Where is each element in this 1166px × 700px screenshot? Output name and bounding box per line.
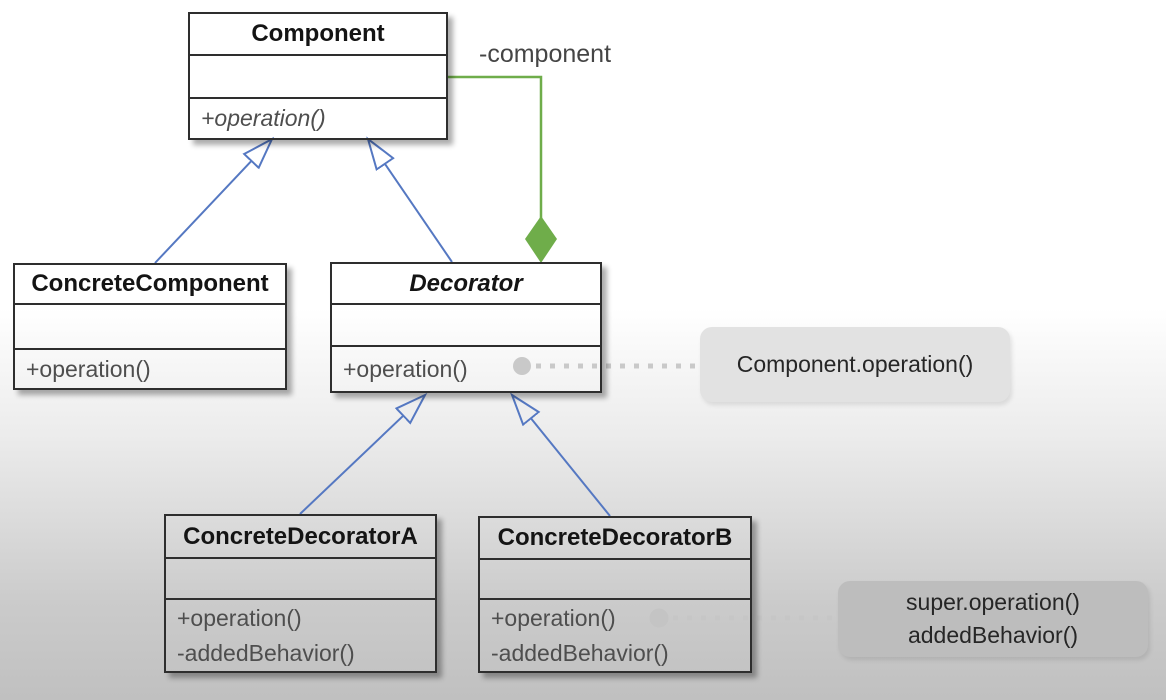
composition-line — [448, 75, 543, 218]
method-label: +operation() — [343, 355, 468, 382]
inheritance-arrow-concretedecoratora — [299, 416, 403, 515]
class-attributes-concretecomponent — [15, 305, 285, 350]
note-text-line2: addedBehavior() — [907, 622, 1079, 648]
method-label: -addedBehavior() — [491, 639, 669, 666]
note-connector-concretedecoratorb — [649, 608, 836, 628]
method-label: +operation() — [177, 604, 302, 631]
class-attributes-concretedecoratora — [166, 559, 435, 600]
inheritance-arrow-concretecomponent — [154, 161, 251, 264]
method-label: -addedBehavior() — [177, 639, 355, 666]
class-name-concretedecoratora: ConcreteDecoratorA — [166, 516, 435, 559]
class-methods-decorator: +operation() — [332, 347, 600, 391]
class-name-concretedecoratorb: ConcreteDecoratorB — [480, 518, 750, 560]
note-decorator-operation: Component.operation() — [700, 327, 1010, 402]
note-connector-decorator — [513, 357, 698, 375]
method-label: +operation() — [26, 355, 151, 382]
note-text: Component.operation() — [736, 351, 974, 377]
inheritance-arrow-concretedecoratorb — [531, 418, 611, 517]
class-box-component: Component +operation() — [188, 12, 448, 140]
method-label: +operation() — [491, 604, 616, 631]
note-text-line1: super.operation() — [906, 589, 1080, 615]
class-box-decorator: Decorator +operation() — [330, 262, 602, 393]
class-box-concretecomponent: ConcreteComponent +operation() — [13, 263, 287, 390]
class-box-concretedecoratora: ConcreteDecoratorA +operation() -addedBe… — [164, 514, 437, 673]
class-attributes-concretedecoratorb — [480, 560, 750, 600]
composition-role-label: -component — [479, 40, 612, 68]
method-label: +operation() — [201, 105, 326, 131]
class-attributes-component — [190, 56, 446, 99]
class-name-concretecomponent: ConcreteComponent — [15, 265, 285, 305]
class-name-decorator: Decorator — [332, 264, 600, 305]
note-concretedecoratorb-operation: super.operation() addedBehavior() — [838, 581, 1148, 657]
class-attributes-decorator — [332, 305, 600, 347]
inheritance-arrow-decorator — [385, 164, 453, 263]
class-methods-concretecomponent: +operation() — [15, 350, 285, 388]
class-box-concretedecoratorb: ConcreteDecoratorB +operation() -addedBe… — [478, 516, 752, 673]
class-methods-concretedecoratorb: +operation() -addedBehavior() — [480, 600, 750, 671]
class-methods-concretedecoratora: +operation() -addedBehavior() — [166, 600, 435, 671]
class-methods-component: +operation() — [190, 99, 446, 138]
composition-diamond-icon — [525, 216, 557, 263]
class-name-component: Component — [190, 14, 446, 56]
